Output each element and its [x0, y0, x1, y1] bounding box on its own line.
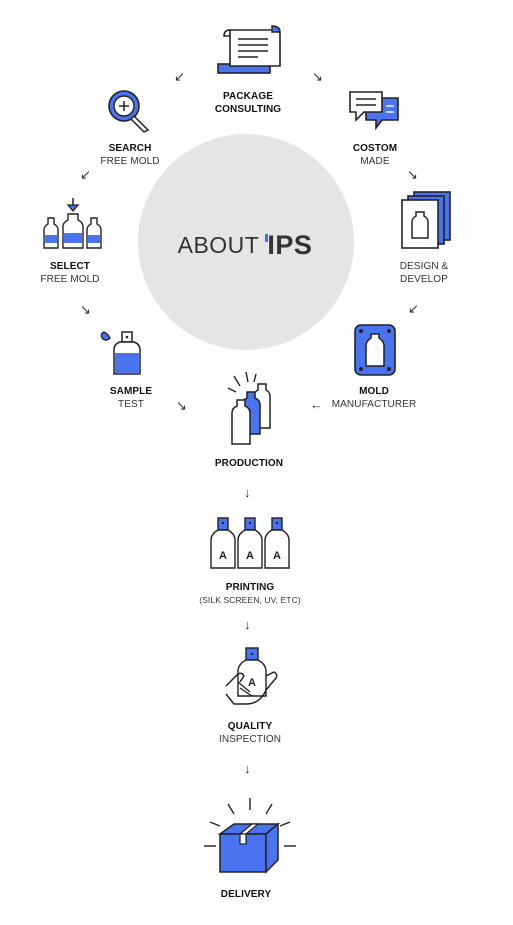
box-icon: [204, 798, 296, 874]
step-label: SEARCH: [108, 143, 152, 154]
ips-brand-word: IPS: [265, 229, 313, 260]
hand-bottle-icon: A: [225, 647, 278, 705]
step-label: INSPECTION: [218, 734, 282, 745]
step-quality-inspection: QUALITY INSPECTION: [219, 720, 281, 746]
step-package-consulting: PACKAGE CONSULTING: [215, 90, 281, 116]
step-search-free-mold: SEARCH FREE MOLD: [100, 142, 159, 168]
step-label: MOLD: [359, 386, 389, 397]
step-label: DEVELOP: [400, 274, 448, 285]
svg-text:A: A: [246, 550, 254, 562]
arrow-to-production-right: ←: [310, 397, 323, 412]
design-sheets-icon: [401, 191, 451, 249]
arrow-to-quality: ↓: [244, 617, 251, 632]
arrow-to-delivery: ↓: [244, 761, 251, 776]
step-label: TEST: [118, 399, 144, 410]
step-label: FREE MOLD: [40, 274, 100, 285]
arrow-to-select: ↙: [80, 167, 91, 182]
step-label: MADE: [360, 156, 390, 167]
step-label: PRINTING: [225, 582, 275, 593]
step-label: DESIGN &: [399, 261, 449, 272]
step-label: DELIVERY: [220, 889, 272, 900]
scroll-document-icon: [217, 25, 281, 74]
step-select-free-mold: SELECT FREE MOLD: [40, 260, 99, 286]
step-mold-manufacturer: MOLD MANUFACTURER: [332, 385, 417, 411]
step-label: QUALITY: [227, 721, 273, 732]
production-bottles-icon: [227, 371, 271, 445]
arrow-to-search: ↙: [174, 69, 185, 84]
step-costom-made: COSTOM MADE: [353, 142, 397, 168]
step-label: COSTOM: [352, 143, 398, 154]
arrow-to-printing: ↓: [244, 485, 251, 500]
step-label: SELECT: [49, 261, 91, 272]
spray-bottle-icon: [100, 331, 141, 375]
select-bottles-icon: [43, 198, 102, 249]
arrow-to-sample: ↘: [80, 302, 91, 317]
step-design-develop: DESIGN & DEVELOP: [400, 260, 449, 286]
arrow-to-design: ↘: [407, 167, 418, 182]
step-production: PRODUCTION: [215, 457, 283, 470]
arrow-to-mold: ↙: [408, 301, 419, 316]
step-label: PRODUCTION: [214, 458, 284, 469]
step-label: CONSULTING: [214, 104, 282, 115]
step-sample-test: SAMPLE TEST: [110, 385, 152, 411]
svg-text:A: A: [273, 550, 281, 562]
arrow-to-production-left: ↘: [176, 398, 187, 413]
step-label: (SILK SCREEN, UV, ETC): [199, 595, 301, 605]
speech-bubbles-icon: [349, 91, 399, 131]
mold-plate-icon: [354, 324, 396, 376]
step-label: SAMPLE: [109, 386, 153, 397]
magnifier-icon: [108, 90, 150, 133]
step-delivery: DELIVERY: [221, 888, 271, 901]
svg-text:A: A: [219, 550, 227, 562]
svg-text:A: A: [248, 677, 256, 689]
center-title: ABOUT IPS: [140, 150, 350, 340]
arrow-to-costom: ↘: [312, 69, 323, 84]
about-word: ABOUT: [177, 231, 260, 258]
step-label: MANUFACTURER: [331, 399, 417, 410]
step-label: PACKAGE: [223, 91, 273, 102]
step-printing: PRINTING (SILK SCREEN, UV, ETC): [199, 581, 301, 607]
printed-bottles-icon: A A A: [210, 517, 290, 569]
step-label: FREE MOLD: [100, 156, 160, 167]
